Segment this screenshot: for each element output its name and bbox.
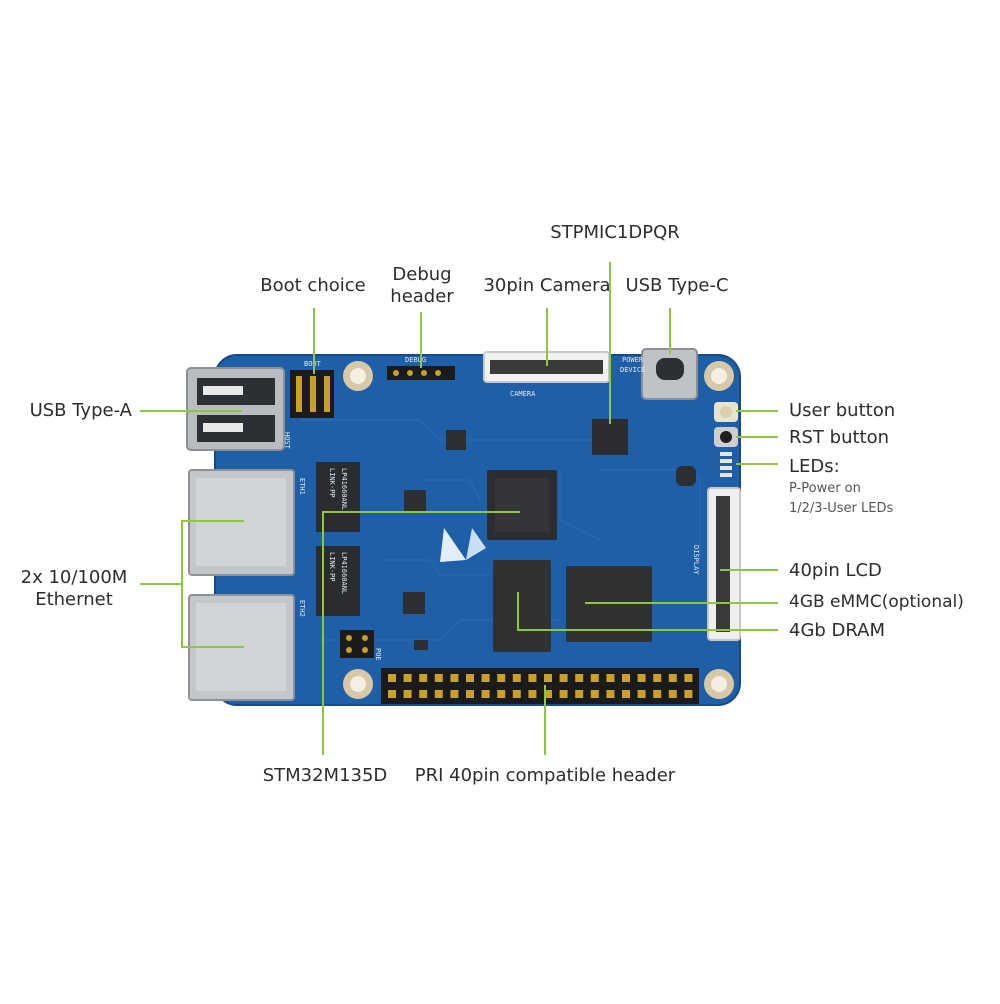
gpio-pin (668, 674, 677, 682)
silk-mag2: LINK-PP (328, 552, 336, 582)
gpio-pin (684, 674, 693, 682)
silk-debug: DEBUG (405, 356, 426, 364)
gpio-pin (528, 690, 537, 698)
gpio-pin (653, 690, 662, 698)
stm32-soc (487, 470, 557, 540)
silk-host: HOST (283, 432, 291, 450)
silk-eth2: ETH2 (298, 600, 306, 617)
label-leds: LEDs: (789, 456, 840, 477)
gpio-pin (497, 674, 506, 682)
gpio-pin (590, 690, 599, 698)
lcd-fpc-connector (707, 487, 741, 641)
pmic-chip (592, 419, 628, 455)
boot-jumper-header (290, 370, 334, 418)
gpio-pin (388, 674, 396, 682)
label-rst-button: RST button (789, 427, 890, 448)
emmc-chip (493, 560, 551, 652)
usb-type-c-connector (641, 348, 698, 400)
gpio-pin (434, 674, 443, 682)
silk-camera: CAMERA (510, 390, 536, 398)
status-leds (720, 452, 732, 477)
label-usb-c: USB Type-C (625, 275, 729, 296)
label-ethernet-line1: 2x 10/100M (20, 567, 128, 588)
gpio-pin (403, 674, 412, 682)
label-camera: 30pin Camera (483, 275, 611, 296)
gpio-pin (403, 690, 412, 698)
gpio-40pin-header (381, 668, 699, 704)
silkscreen: BOOT DEBUG CAMERA POWER DEVICE HOST DISP… (283, 356, 700, 661)
usb-type-a-connector (186, 367, 285, 451)
label-debug-line2: header (390, 286, 454, 307)
gpio-pin (466, 690, 474, 698)
gpio-pin (668, 690, 677, 698)
gpio-pin (637, 674, 646, 682)
silk-mag1: LINK-PP (328, 468, 336, 498)
leader-dram (517, 592, 778, 631)
silk-boot: BOOT (304, 360, 322, 368)
gpio-pin (497, 690, 506, 698)
label-usb-a: USB Type-A (29, 400, 132, 421)
gpio-pin (606, 674, 615, 682)
label-40pin-header: PRI 40pin compatible header (414, 765, 676, 786)
silk-power: POWER (622, 356, 644, 364)
gpio-pin (575, 690, 584, 698)
gpio-pin (419, 690, 428, 698)
gpio-pin (622, 690, 630, 698)
label-dram: 4Gb DRAM (789, 620, 886, 641)
gpio-pin (434, 690, 443, 698)
label-user-button: User button (789, 400, 896, 421)
gpio-pin (512, 690, 521, 698)
silk-mag1-part: LP41660ANL (340, 468, 348, 510)
silk-device: DEVICE (620, 366, 645, 374)
gpio-pin (622, 674, 630, 682)
gpio-pin (590, 674, 599, 682)
silk-poe: POE (374, 648, 382, 661)
gpio-pin (544, 690, 552, 698)
gpio-pin (653, 674, 662, 682)
gpio-pin (450, 674, 459, 682)
gpio-pin (450, 690, 459, 698)
silk-mag2-part: LP41660ANL (340, 552, 348, 594)
gpio-pin (606, 690, 615, 698)
gpio-pin (544, 674, 552, 682)
gpio-pin (559, 690, 568, 698)
gpio-pin (419, 674, 428, 682)
label-emmc: 4GB eMMC(optional) (789, 592, 964, 612)
debug-pin-header (387, 366, 455, 380)
gpio-pin (481, 674, 490, 682)
board-logo (440, 528, 486, 562)
gpio-pin (684, 690, 693, 698)
gpio-pin (466, 674, 474, 682)
mounting-holes (343, 361, 734, 699)
gpio-pin (575, 674, 584, 682)
gpio-pin (388, 690, 396, 698)
label-debug-line1: Debug (392, 264, 452, 285)
silk-display: DISPLAY (692, 545, 700, 575)
label-stpmic: STPMIC1DPQR (550, 222, 680, 243)
gpio-pin (528, 674, 537, 682)
leader-stm32 (322, 511, 520, 755)
gpio-pin (512, 674, 521, 682)
label-lcd: 40pin LCD (789, 560, 882, 581)
label-boot-choice: Boot choice (260, 275, 366, 296)
callout-lines (140, 262, 778, 755)
label-leds-detail1: P-Power on (789, 481, 861, 496)
support-chips (403, 430, 696, 650)
gpio-pin (559, 674, 568, 682)
label-ethernet-line2: Ethernet (35, 589, 113, 610)
buttons (714, 402, 738, 447)
gpio-pin (637, 690, 646, 698)
poe-header (340, 630, 374, 658)
gpio-pin (481, 690, 490, 698)
silk-eth1: ETH1 (298, 478, 306, 495)
label-stm32: STM32M135D (262, 765, 388, 786)
leader-eth-bracket (181, 520, 244, 648)
label-leds-detail2: 1/2/3-User LEDs (789, 501, 894, 516)
